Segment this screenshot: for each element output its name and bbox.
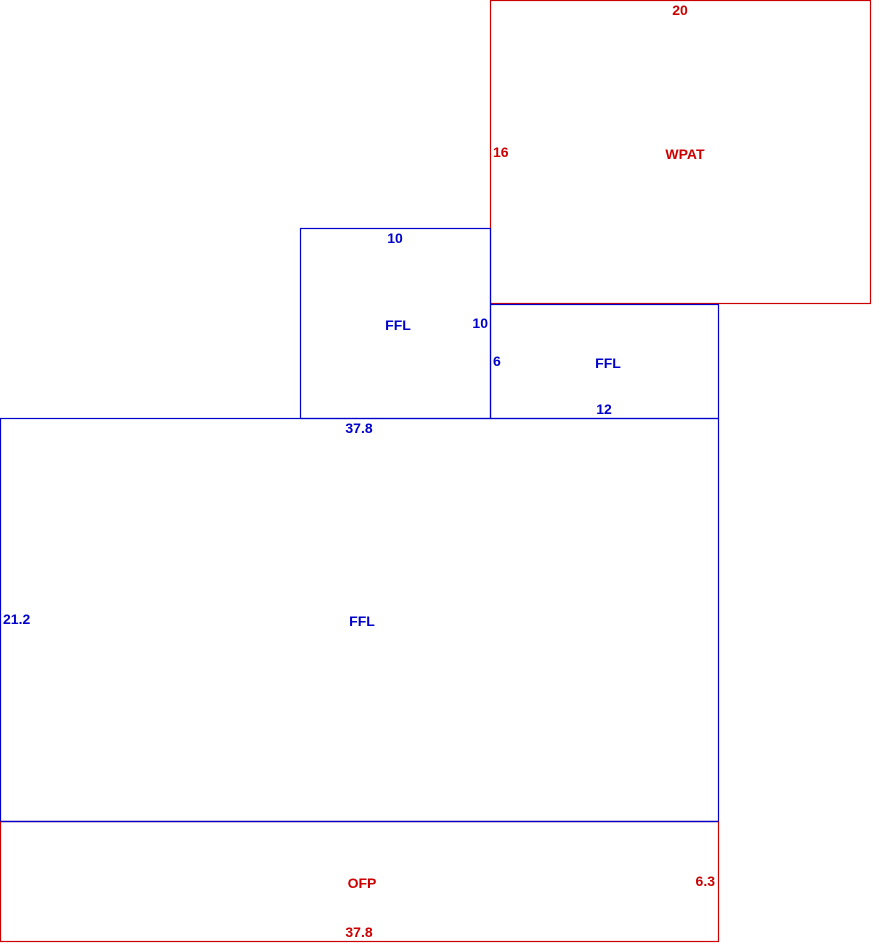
area-ffl-side-dim-bottom: 12: [596, 401, 612, 417]
area-wpat-outline: [489, 0, 872, 305]
area-ffl-main-code: FFL: [349, 613, 375, 629]
area-ffl-side-dim-left: 6: [493, 353, 501, 369]
area-ffl-side-code: FFL: [595, 355, 621, 371]
area-ffl-main: FFL 37.8 21.2: [0, 417, 720, 823]
area-ffl-side: FFL 6 12: [489, 303, 720, 420]
area-wpat-dim-top: 20: [672, 2, 688, 18]
area-wpat-code: WPAT: [665, 146, 705, 162]
area-ffl-main-dim-left: 21.2: [3, 611, 30, 627]
area-ffl-upper-dim-top: 10: [387, 230, 403, 246]
area-ffl-upper: FFL 10 10: [299, 227, 492, 420]
area-ffl-upper-dim-right: 10: [472, 315, 488, 331]
area-ofp-code: OFP: [348, 875, 377, 891]
area-wpat-dim-left: 16: [493, 144, 509, 160]
area-ofp-dim-right: 6.3: [696, 873, 716, 889]
area-ofp-dim-bottom: 37.8: [345, 924, 372, 940]
area-wpat: WPAT 20 16: [489, 0, 872, 305]
area-ffl-upper-code: FFL: [385, 317, 411, 333]
area-ffl-main-dim-top: 37.8: [345, 420, 372, 436]
area-ofp: OFP 6.3 37.8: [0, 820, 720, 943]
